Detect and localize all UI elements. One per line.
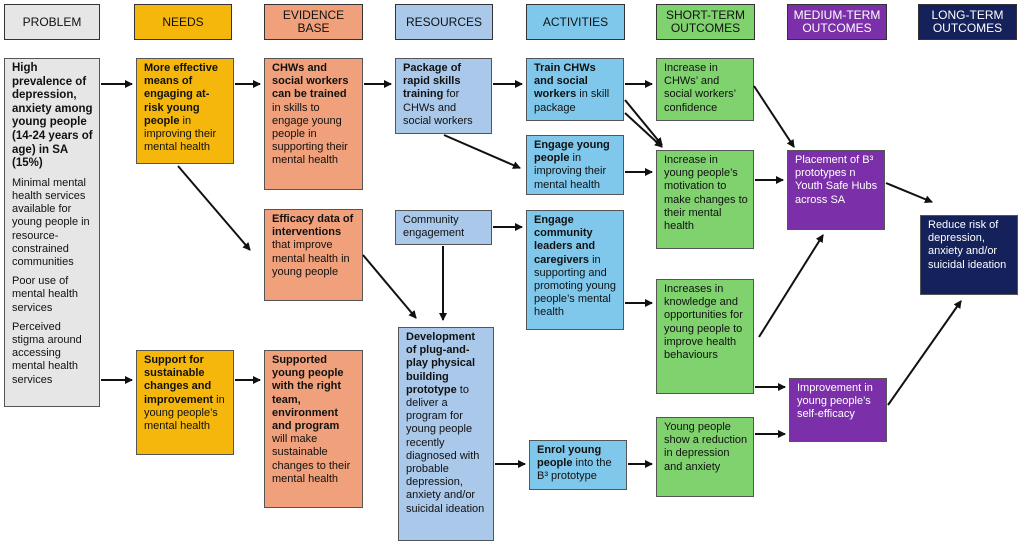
header-short-term: SHORT-TERM OUTCOMES (656, 4, 755, 40)
evidence-supported-young-people: Supported young people with the right te… (264, 350, 363, 508)
header-medium-term-line1: MEDIUM-TERM (793, 8, 881, 22)
header-medium-term-line2: OUTCOMES (802, 21, 872, 35)
need-1-bold: More effective means of engaging at-risk… (144, 62, 218, 127)
activity-4-bold: Enrol young people (537, 444, 602, 470)
problem-stigma: Perceived stigma around accessing mental… (12, 320, 82, 386)
header-needs: NEEDS (134, 4, 232, 40)
resource-2-text: Community engagement (403, 214, 465, 240)
header-evidence-line2: BASE (297, 21, 330, 35)
activity-2-text: in improving their mental health (534, 152, 607, 191)
short-term-1-text: Increase in CHWs’ and social workers’ co… (664, 62, 736, 114)
short-term-reduction: Young people show a reduction in depress… (656, 417, 754, 497)
evidence-2-text: that improve mental health in young peop… (272, 239, 350, 278)
evidence-chw-training: CHWs and social workers can be trained i… (264, 58, 363, 190)
medium-term-1-text: Placement of B³ prototypes n Youth Safe … (795, 154, 878, 206)
arrow-resource-1-to-activity-2 (443, 134, 521, 169)
short-term-chw-confidence: Increase in CHWs’ and social workers’ co… (656, 58, 754, 121)
arrow-short-term-1-to-medium-term-1 (753, 85, 795, 148)
arrow-medium-term-1-to-long-term (885, 182, 933, 204)
resource-building-prototype: Development of plug-and-play physical bu… (398, 327, 494, 541)
header-medium-term: MEDIUM-TERM OUTCOMES (787, 4, 887, 40)
problem-minimal-services: Minimal mental health services available… (12, 176, 90, 268)
header-evidence-base: EVIDENCE BASE (264, 4, 363, 40)
activity-1-text: in skill package (534, 88, 610, 114)
activity-enrol-young-people: Enrol young people into the B³ prototype (529, 440, 627, 490)
need-sustainable-support: Support for sustainable changes and impr… (136, 350, 234, 455)
header-activities: ACTIVITIES (526, 4, 625, 40)
arrow-medium-term-2-to-long-term (887, 300, 962, 406)
header-resources-text: RESOURCES (405, 14, 482, 29)
problem-box: High prevalence of depression, anxiety a… (4, 58, 100, 407)
resource-1-text: for CHWs and social workers (403, 88, 473, 127)
resource-skills-training: Package of rapid skills training for CHW… (395, 58, 492, 134)
medium-term-placement: Placement of B³ prototypes n Youth Safe … (787, 150, 885, 230)
short-term-4-text: Young people show a reduction in depress… (664, 421, 748, 473)
short-term-motivation: Increase in young people’s motivation to… (656, 150, 754, 249)
resource-community-engagement: Community engagement (395, 210, 492, 245)
evidence-efficacy-data: Efficacy data of interventions that impr… (264, 209, 363, 301)
header-problem-text: PROBLEM (22, 14, 82, 29)
need-2-text: in young people’s mental health (144, 393, 225, 433)
activity-4-text: into the B³ prototype (537, 457, 612, 483)
resource-3-bold: Development of plug-and-play physical bu… (406, 331, 476, 396)
evidence-1-bold: CHWs and social workers can be trained (272, 62, 349, 101)
arrow-evidence-2-to-resource-3 (362, 254, 417, 319)
header-short-term-line1: SHORT-TERM (665, 8, 746, 22)
header-long-term: LONG-TERM OUTCOMES (918, 4, 1017, 40)
resource-1-bold: Package of rapid skills training (403, 62, 462, 101)
short-term-2-text: Increase in young people’s motivation to… (664, 154, 748, 233)
need-1-text: in improving their mental health (144, 114, 217, 154)
long-term-reduce-risk: Reduce risk of depression, anxiety and/o… (920, 215, 1018, 295)
activity-engage-community-leaders: Engage community leaders and caregivers … (526, 210, 624, 330)
need-2-bold: Support for sustainable changes and impr… (144, 354, 214, 406)
evidence-2-bold: Efficacy data of interventions (272, 213, 354, 239)
activity-train-chws: Train CHWs and social workers in skill p… (526, 58, 624, 121)
activity-3-bold: Engage community leaders and caregivers (534, 214, 596, 266)
problem-prevalence: High prevalence of depression, anxiety a… (12, 62, 93, 170)
arrow-need-1-to-evidence-2 (177, 165, 251, 251)
resource-3-text: to deliver a program for young people re… (406, 383, 485, 515)
problem-poor-use: Poor use of mental health services (12, 275, 79, 314)
arrow-short-term-3-to-medium-term-1 (758, 234, 824, 338)
header-problem: PROBLEM (4, 4, 100, 40)
activity-1-bold: Train CHWs and social workers (534, 62, 596, 101)
header-short-term-line2: OUTCOMES (670, 21, 741, 35)
header-activities-text: ACTIVITIES (542, 14, 609, 29)
activity-2-bold: Engage young people (534, 139, 610, 165)
header-evidence-line1: EVIDENCE (282, 8, 345, 22)
short-term-3-text: Increases in knowledge and opportunities… (664, 283, 743, 362)
activity-engage-young-people: Engage young people in improving their m… (526, 135, 624, 195)
medium-term-self-efficacy: Improvement in young people’s self-effic… (789, 378, 887, 442)
medium-term-2-text: Improvement in young people’s self-effic… (797, 382, 873, 421)
header-needs-text: NEEDS (162, 14, 204, 29)
activity-3-text: in supporting and promoting young people… (534, 253, 616, 319)
need-engaging-young-people: More effective means of engaging at-risk… (136, 58, 234, 164)
header-long-term-line1: LONG-TERM (931, 8, 1004, 22)
header-resources: RESOURCES (395, 4, 493, 40)
evidence-3-bold: Supported young people with the right te… (272, 354, 344, 433)
evidence-1-text: in skills to engage young people in supp… (272, 101, 348, 167)
evidence-3-text: will make sustainable changes to their m… (272, 433, 351, 485)
header-long-term-line2: OUTCOMES (932, 21, 1003, 35)
long-term-1-text: Reduce risk of depression, anxiety and/o… (928, 219, 1007, 271)
short-term-knowledge: Increases in knowledge and opportunities… (656, 279, 754, 394)
